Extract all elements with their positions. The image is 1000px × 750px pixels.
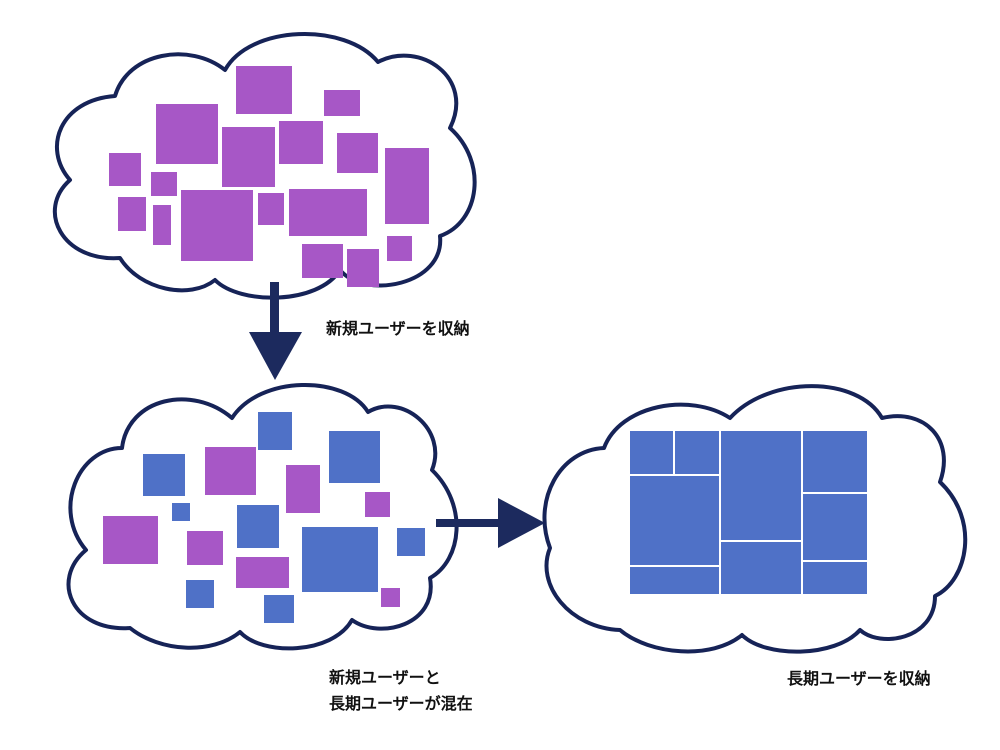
long-term-user-block (329, 431, 380, 483)
new-user-block (324, 90, 360, 116)
long-term-user-block (264, 595, 294, 623)
long-term-user-block (628, 474, 721, 567)
label-mixed-users: 新規ユーザーと 長期ユーザーが混在 (329, 665, 473, 717)
cloud-long-term-users (542, 384, 968, 654)
new-user-block (109, 153, 141, 186)
long-term-user-block (628, 429, 675, 476)
new-user-blocks (103, 447, 400, 607)
cloud-mixed-users (66, 383, 459, 651)
packed-long-term-user-blocks (628, 429, 869, 596)
new-user-block (365, 492, 390, 517)
new-user-block (258, 193, 284, 225)
new-user-block (385, 148, 429, 224)
new-user-block (286, 465, 320, 513)
new-user-block (279, 121, 323, 164)
arrow-right (436, 498, 545, 548)
new-user-block (387, 236, 412, 261)
long-term-user-block (719, 540, 803, 596)
new-user-block (187, 531, 223, 565)
new-user-block (236, 66, 292, 114)
label-text: 長期ユーザーを収納 (787, 669, 931, 688)
long-term-user-block (801, 492, 869, 562)
label-text-line2: 長期ユーザーが混在 (329, 694, 473, 713)
long-term-user-block (719, 429, 803, 542)
long-term-user-blocks (143, 412, 425, 623)
long-term-user-block (801, 429, 869, 494)
long-term-user-block (172, 503, 190, 521)
label-store-new-users: 新規ユーザーを収納 (326, 316, 470, 342)
arrow-down (249, 282, 302, 380)
new-user-block (151, 172, 177, 196)
long-term-user-block (143, 454, 185, 496)
long-term-user-block (673, 429, 721, 476)
new-user-block (118, 197, 146, 231)
new-user-block (236, 557, 289, 588)
new-user-blocks (109, 66, 429, 287)
new-user-block (347, 249, 379, 287)
long-term-user-block (186, 580, 214, 608)
long-term-user-block (237, 505, 279, 548)
new-user-block (302, 244, 343, 278)
long-term-user-block (628, 565, 721, 596)
new-user-block (289, 189, 367, 236)
label-store-long-term-users: 長期ユーザーを収納 (787, 666, 931, 692)
new-user-block (205, 447, 256, 495)
long-term-user-block (801, 560, 869, 596)
label-text-line1: 新規ユーザーと (329, 668, 441, 687)
new-user-block (222, 127, 275, 187)
new-user-block (381, 588, 400, 607)
label-text: 新規ユーザーを収納 (326, 319, 470, 338)
new-user-block (156, 104, 218, 164)
long-term-user-block (258, 412, 292, 450)
long-term-user-block (302, 527, 378, 592)
new-user-block (337, 133, 378, 173)
new-user-block (181, 190, 253, 261)
long-term-user-block (397, 528, 425, 556)
new-user-block (103, 516, 158, 564)
cloud-new-users (52, 31, 477, 300)
new-user-block (153, 205, 171, 245)
